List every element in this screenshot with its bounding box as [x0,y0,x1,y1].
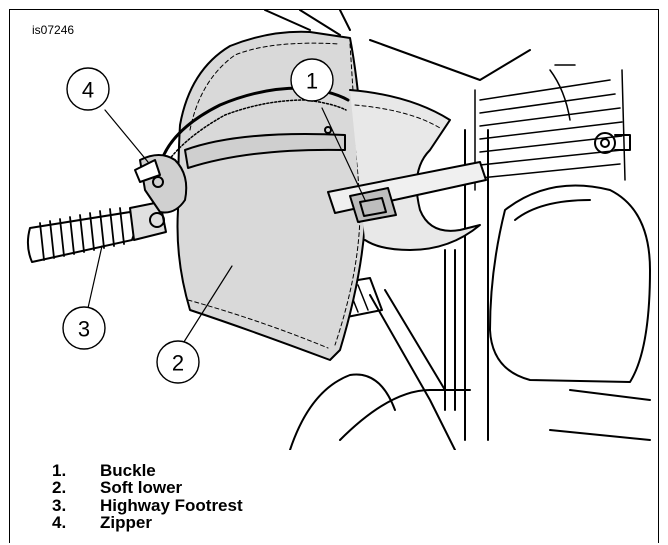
bolt [594,132,616,154]
legend-label: Soft lower [100,478,183,498]
legend-item: 4. Zipper [52,513,243,533]
figure-frame: 1 2 3 4 is07246 1. Buckle 2. Soft lower … [9,9,659,543]
frame-tube [264,10,351,36]
legend: 1. Buckle 2. Soft lower 3. Highway Footr… [52,460,243,533]
callout-3: 3 [78,317,90,342]
legend-label: Zipper [100,513,152,533]
leader-line-4 [104,109,149,163]
legend-number: 4. [52,513,67,533]
legend-label: Highway Footrest [100,495,243,515]
leader-line-3 [87,245,103,309]
legend-number: 3. [52,495,67,515]
leader-line-2 [181,265,233,346]
highway-footrest [26,154,188,263]
legend-number: 1. [52,460,67,480]
illustration: 1 2 3 4 [26,10,651,450]
legend-number: 2. [52,478,67,498]
callout-4: 4 [82,78,94,103]
frame-tube [369,39,531,81]
callout-1: 1 [306,69,318,94]
zipper-pocket [184,133,346,169]
legend-item: 2. Soft lower [52,478,243,498]
legend-item: 3. Highway Footrest [52,495,243,515]
callout-circle-2 [156,340,200,384]
callout-circle-1 [290,58,334,102]
legend-item: 1. Buckle [52,460,243,480]
callout-circle-4 [66,67,110,111]
air-cleaner-cover [489,184,651,383]
callout-2: 2 [172,351,184,376]
legend-label: Buckle [100,460,156,480]
buckle [349,187,397,223]
engine-fins [474,64,626,191]
callout-circle-3 [62,306,106,350]
figure-id: is07246 [32,23,75,37]
leader-line-1 [321,107,366,201]
